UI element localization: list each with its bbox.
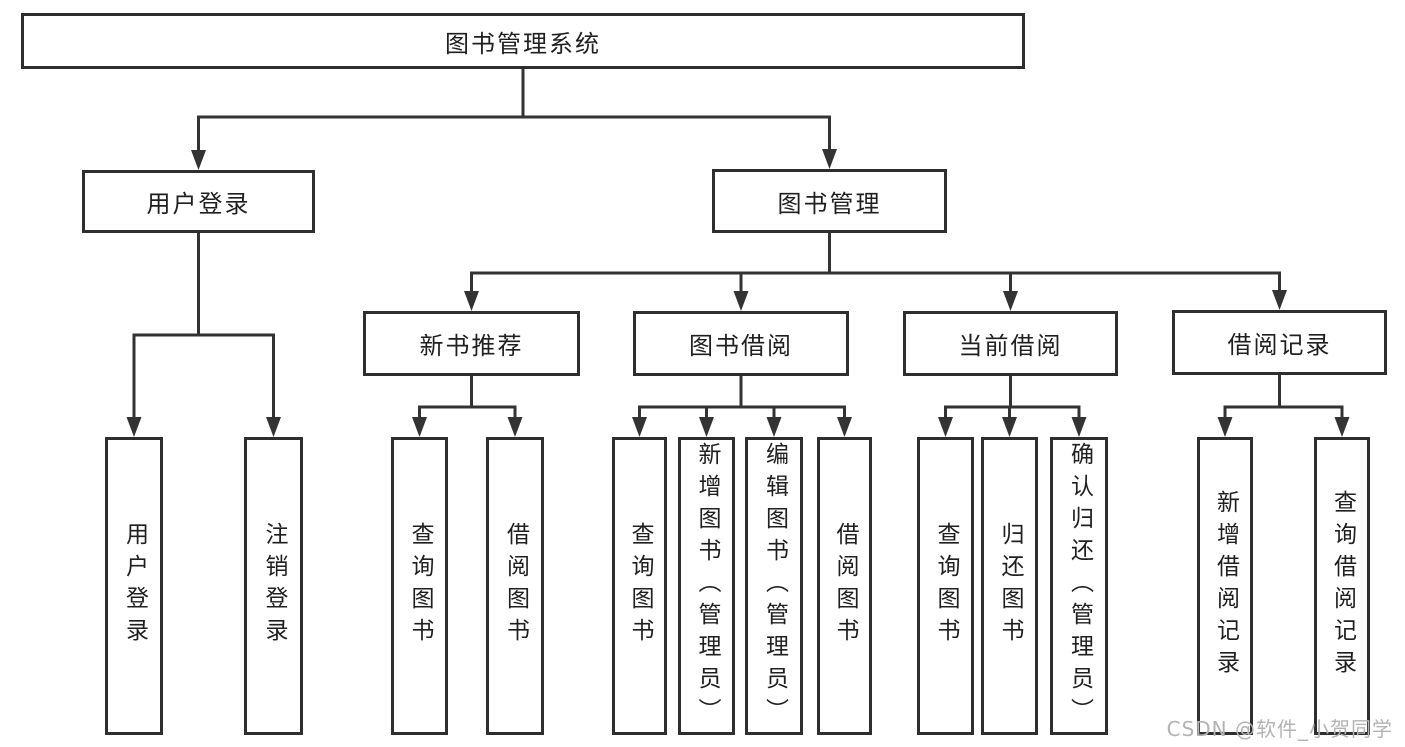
node-user-login: 用户登录 — [82, 170, 315, 233]
node-br-query-record: 查询借阅记录 — [1314, 437, 1370, 735]
node-new-book-rec: 新书推荐 — [363, 311, 580, 376]
arrowhead-icon — [822, 149, 837, 169]
edge-current-borrow-to-cb-query-book — [944, 376, 1012, 421]
edge-root-to-book-mgmt — [521, 69, 831, 153]
node-current-borrow: 当前借阅 — [903, 311, 1118, 376]
edge-book-borrow-to-bb-query-book — [638, 376, 743, 421]
node-label: 用户登录 — [146, 190, 251, 218]
arrowhead-icon — [1002, 417, 1017, 437]
edge-book-mgmt-to-new-book-rec — [470, 233, 831, 295]
node-label: 用户登录 — [121, 522, 148, 650]
node-label: 借阅图书 — [502, 522, 529, 650]
edge-root-to-user-login — [197, 69, 525, 154]
arrowhead-icon — [699, 417, 714, 437]
arrowhead-icon — [507, 417, 523, 437]
arrowhead-icon — [464, 291, 479, 311]
arrowhead-icon — [1071, 417, 1087, 437]
edge-book-mgmt-to-current-borrow — [828, 233, 1012, 295]
node-label: 当前借阅 — [958, 332, 1063, 360]
node-rec-borrow-book: 借阅图书 — [486, 437, 544, 735]
edge-new-book-rec-to-rec-query-book — [418, 376, 473, 421]
arrowhead-icon — [766, 417, 782, 437]
edge-current-borrow-to-cb-confirm-return — [1009, 376, 1081, 421]
node-label: 新增借阅记录 — [1212, 490, 1239, 682]
edge-borrow-records-to-br-add-record — [1223, 375, 1281, 421]
node-label: 编辑图书（管理员） — [761, 442, 788, 730]
node-label: 查询借阅记录 — [1329, 490, 1356, 682]
node-label: 新书推荐 — [419, 332, 524, 360]
arrowhead-icon — [1334, 417, 1350, 437]
watermark: CSDN @软件_小贺同学 — [1166, 717, 1393, 741]
edge-book-borrow-to-bb-borrow-book — [739, 376, 846, 421]
arrowhead-icon — [1217, 417, 1233, 437]
edge-user-login-to-login — [132, 233, 200, 421]
node-label: 新增图书（管理员） — [694, 442, 720, 730]
arrowhead-icon — [1003, 291, 1018, 311]
edge-book-mgmt-to-book-borrow — [739, 233, 831, 295]
edge-book-borrow-to-bb-edit-book — [739, 376, 776, 421]
arrowhead-icon — [1272, 290, 1287, 310]
node-br-add-record: 新增借阅记录 — [1197, 437, 1253, 735]
node-bb-edit-book: 编辑图书（管理员） — [745, 437, 803, 735]
edge-book-mgmt-to-borrow-records — [828, 233, 1281, 294]
node-label: 归还图书 — [997, 522, 1023, 650]
node-label: 注销登录 — [261, 522, 287, 650]
node-label: 借阅记录 — [1227, 331, 1332, 359]
arrowhead-icon — [837, 417, 852, 437]
arrowhead-icon — [412, 417, 427, 437]
node-label: 图书借阅 — [689, 332, 793, 360]
node-root: 图书管理系统 — [21, 13, 1025, 69]
node-borrow-records: 借阅记录 — [1172, 310, 1387, 375]
node-logout: 注销登录 — [244, 437, 303, 735]
node-label: 查询图书 — [407, 522, 433, 650]
node-label: 查询图书 — [627, 522, 653, 650]
edge-user-login-to-logout — [197, 233, 275, 421]
node-cb-confirm-return: 确认归还（管理员） — [1050, 437, 1108, 735]
node-label: 查询图书 — [933, 522, 959, 650]
arrowhead-icon — [191, 150, 206, 170]
node-bb-borrow-book: 借阅图书 — [817, 437, 872, 735]
arrowhead-icon — [126, 417, 142, 437]
arrowhead-icon — [266, 417, 281, 437]
node-cb-query-book: 查询图书 — [917, 437, 974, 735]
arrowhead-icon — [632, 417, 647, 437]
node-label: 确认归还（管理员） — [1066, 442, 1093, 730]
node-label: 借阅图书 — [832, 522, 858, 650]
arrowhead-icon — [733, 291, 749, 311]
edge-new-book-rec-to-rec-borrow-book — [470, 376, 517, 421]
node-login: 用户登录 — [105, 437, 163, 735]
node-bb-add-book: 新增图书（管理员） — [678, 437, 735, 735]
edge-borrow-records-to-br-query-record — [1278, 375, 1344, 421]
node-book-borrow: 图书借阅 — [633, 311, 849, 376]
edge-current-borrow-to-cb-return-book — [1008, 376, 1012, 421]
node-rec-query-book: 查询图书 — [391, 437, 448, 735]
edge-book-borrow-to-bb-add-book — [705, 376, 743, 421]
node-bb-query-book: 查询图书 — [612, 437, 667, 735]
node-book-mgmt: 图书管理 — [712, 169, 947, 233]
arrowhead-icon — [938, 417, 953, 437]
node-cb-return-book: 归还图书 — [981, 437, 1038, 735]
node-label: 图书管理系统 — [445, 29, 601, 58]
node-label: 图书管理 — [777, 189, 882, 218]
